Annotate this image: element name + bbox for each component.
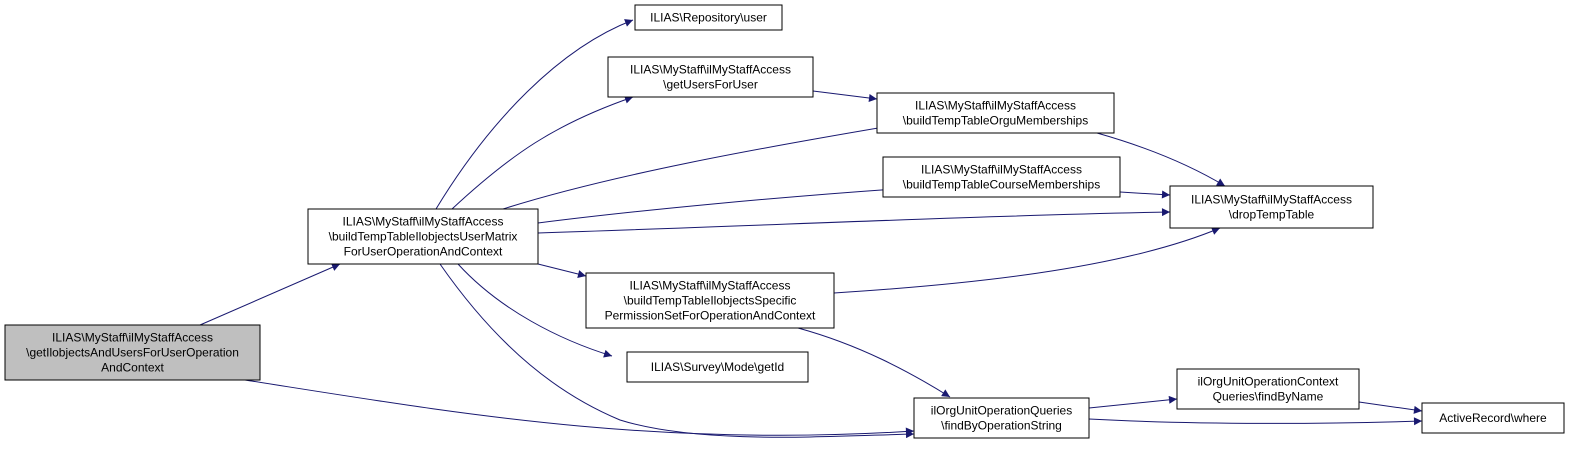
node-box [913,397,1090,439]
node-box [1421,402,1565,434]
node-box [4,324,261,381]
node-surveyGetId[interactable]: ILIAS\Survey\Mode\getId [626,351,809,383]
node-box [626,351,809,383]
node-label-line: ILIAS\MyStaff\ilMyStaffAccess [630,279,791,293]
node-repoUser[interactable]: ILIAS\Repository\user [634,4,783,31]
node-label-line: ILIAS\Survey\Mode\getId [651,360,784,374]
edge-specificPermission-to-findByOperationString [797,327,951,398]
edge-arrow [502,123,891,210]
node-label-line: \getIlobjectsAndUsersForUserOperation [26,346,239,360]
nodes-layer: ILIAS\MyStaff\ilMyStaffAccess\getIlobjec… [4,4,1565,439]
edge-buildMatrix-to-findByOperationString [439,263,915,439]
node-label-line: ILIAS\MyStaff\ilMyStaffAccess [915,99,1076,113]
edge-specificPermission-to-dropTempTable [833,227,1221,294]
edge-buildMatrix-to-getUsersForUser [451,95,634,210]
node-label-line: \buildTempTableCourseMemberships [903,178,1100,192]
node-box [876,92,1115,134]
node-label-line: ILIAS\MyStaff\ilMyStaffAccess [630,63,791,77]
node-findByName[interactable]: ilOrgUnitOperationContextQueries\findByN… [1176,368,1360,410]
node-orguMemberships[interactable]: ILIAS\MyStaff\ilMyStaffAccess\buildTempT… [876,92,1115,134]
edge-arrow [812,90,878,102]
node-label-line: \buildTempTableIlobjectsSpecific [624,294,797,308]
node-label-line: ilOrgUnitOperationQueries [931,404,1072,418]
edge-root-to-findByOperationString [244,379,915,436]
node-label-line: ILIAS\Repository\user [650,11,767,25]
node-label-line: AndContext [101,361,164,375]
node-specificPermission[interactable]: ILIAS\MyStaff\ilMyStaffAccess\buildTempT… [585,272,835,329]
edge-arrow [1119,190,1171,199]
edge-findByName-to-arWhere [1358,401,1423,414]
edge-arrow [537,185,896,224]
node-courseMemberships[interactable]: ILIAS\MyStaff\ilMyStaffAccess\buildTempT… [882,156,1121,198]
edge-arrow [833,227,1221,294]
node-label-line: ilOrgUnitOperationContext [1198,375,1339,389]
node-box [307,208,539,265]
node-label-line: ILIAS\MyStaff\ilMyStaffAccess [343,215,504,229]
node-buildMatrix[interactable]: ILIAS\MyStaff\ilMyStaffAccess\buildTempT… [307,208,539,265]
edge-courseMemberships-to-dropTempTable [1119,190,1171,199]
node-label-line: \buildTempTableOrguMemberships [903,114,1088,128]
edge-findByOperationString-to-findByName [1088,395,1178,409]
node-box [1176,368,1360,410]
edge-findByOperationString-to-arWhere [1088,417,1423,426]
node-dropTempTable[interactable]: ILIAS\MyStaff\ilMyStaffAccess\dropTempTa… [1169,185,1374,229]
node-box [882,156,1121,198]
edge-arrow [1358,401,1423,414]
edge-arrow [457,263,613,358]
edge-arrow [1088,395,1178,409]
edge-arrow [244,379,915,436]
edge-arrow [1096,132,1226,187]
node-box [634,4,783,31]
edge-buildMatrix-to-dropTempTable [537,208,1171,234]
edge-arrow [199,263,341,326]
edges-layer [199,19,1423,439]
node-label-line: ActiveRecord\where [1439,411,1547,425]
node-label-line: \findByOperationString [941,419,1062,433]
edge-arrow [1088,417,1423,426]
node-label-line: ILIAS\MyStaff\ilMyStaffAccess [52,331,213,345]
edge-buildMatrix-to-courseMemberships [537,185,896,224]
node-getUsersForUser[interactable]: ILIAS\MyStaff\ilMyStaffAccess\getUsersFo… [607,56,814,98]
node-label-line: \getUsersForUser [663,78,758,92]
edge-buildMatrix-to-surveyGetId [457,263,613,358]
edge-arrow [537,208,1171,234]
node-root[interactable]: ILIAS\MyStaff\ilMyStaffAccess\getIlobjec… [4,324,261,381]
edge-arrow [435,19,634,210]
node-arWhere[interactable]: ActiveRecord\where [1421,402,1565,434]
node-box [585,272,835,329]
node-label-line: Queries\findByName [1213,390,1324,404]
edge-orguMemberships-to-dropTempTable [1096,132,1226,187]
edge-buildMatrix-to-repoUser [435,19,634,210]
edge-root-to-buildMatrix [199,263,341,326]
edge-arrow [537,263,587,278]
edge-buildMatrix-to-specificPermission [537,263,587,278]
edge-arrow [439,263,915,439]
node-label-line: \dropTempTable [1229,208,1315,222]
edge-buildMatrix-to-orguMemberships [502,123,891,210]
node-label-line: \buildTempTableIlobjectsUserMatrix [329,230,518,244]
node-label-line: ILIAS\MyStaff\ilMyStaffAccess [921,163,1082,177]
edge-arrow [797,327,951,398]
node-findByOperationString[interactable]: ilOrgUnitOperationQueries\findByOperatio… [913,397,1090,439]
node-label-line: ILIAS\MyStaff\ilMyStaffAccess [1191,193,1352,207]
node-box [1169,185,1374,229]
edge-getUsersForUser-to-orguMemberships [812,90,878,102]
node-label-line: PermissionSetForOperationAndContext [605,309,816,323]
edge-arrow [451,95,634,210]
node-label-line: ForUserOperationAndContext [344,245,503,259]
node-box [607,56,814,98]
